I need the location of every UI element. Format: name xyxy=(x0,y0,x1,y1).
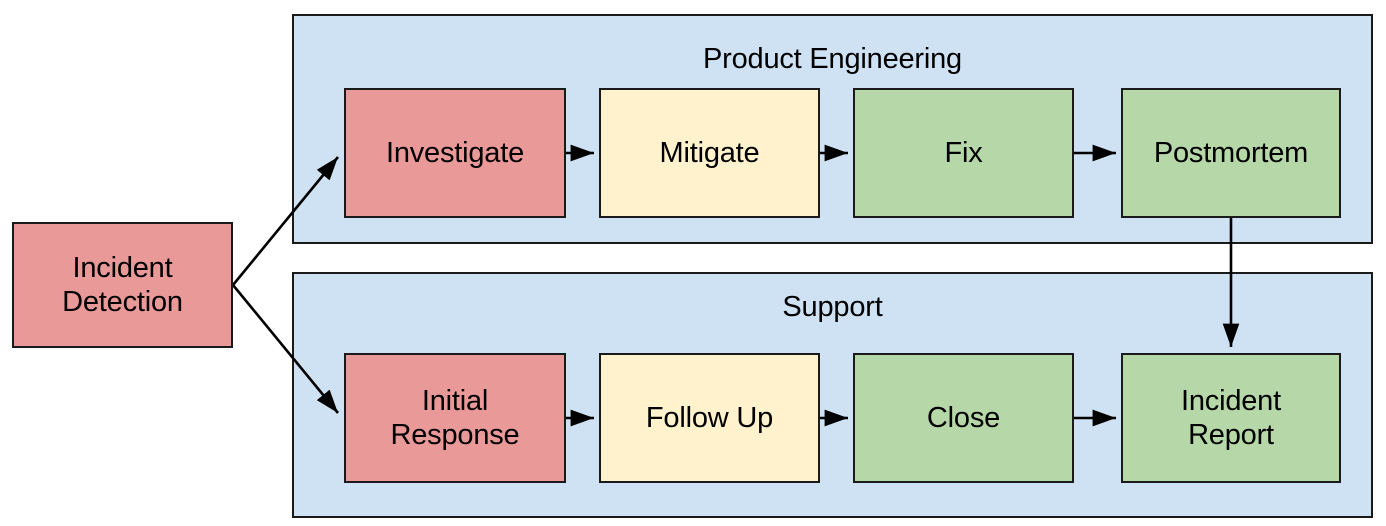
node-fix[interactable]: Fix xyxy=(853,88,1074,218)
node-label-mitigate: Mitigate xyxy=(659,137,760,169)
node-label-investigate: Investigate xyxy=(385,137,525,169)
node-label-incident-report: Incident Report xyxy=(1181,385,1281,451)
swimlane-title-support: Support xyxy=(782,291,883,323)
node-investigate[interactable]: Investigate xyxy=(344,88,566,218)
node-label-postmortem: Postmortem xyxy=(1153,137,1309,169)
node-follow-up[interactable]: Follow Up xyxy=(599,353,820,483)
node-label-initial-response: Initial Response xyxy=(390,385,520,451)
node-mitigate[interactable]: Mitigate xyxy=(599,88,820,218)
node-close[interactable]: Close xyxy=(853,353,1074,483)
node-initial-response[interactable]: Initial Response xyxy=(344,353,566,483)
node-postmortem[interactable]: Postmortem xyxy=(1121,88,1341,218)
node-incident-report[interactable]: Incident Report xyxy=(1121,353,1341,483)
node-label-close: Close xyxy=(926,402,1001,434)
node-incident-detection[interactable]: Incident Detection xyxy=(12,222,233,348)
swimlane-title-product-engineering: Product Engineering xyxy=(703,43,962,75)
node-label-follow-up: Follow Up xyxy=(645,402,774,434)
node-label-fix: Fix xyxy=(944,137,983,169)
node-label-incident-detection: Incident Detection xyxy=(62,252,183,318)
